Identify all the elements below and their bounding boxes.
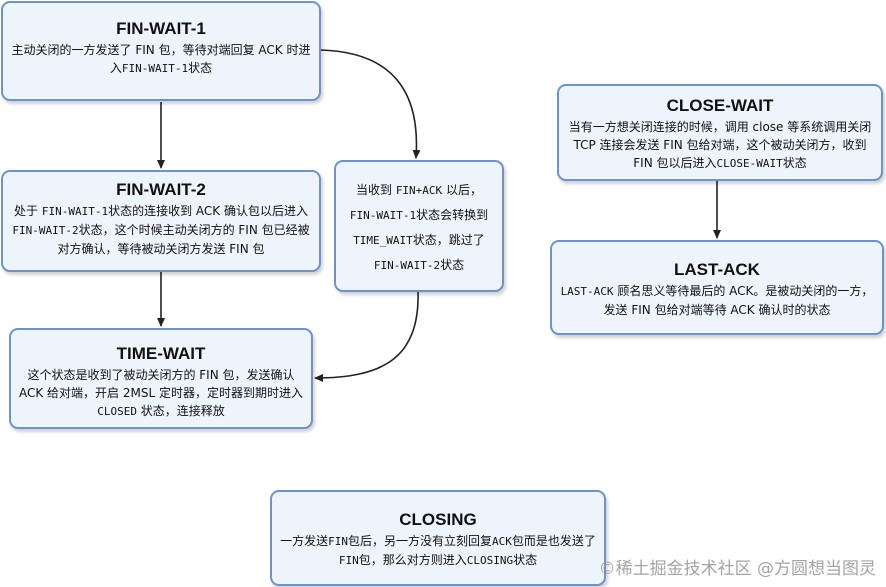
node-description: LAST-ACK 顾名思义等待最后的 ACK。是被动关闭的一方，发送 FIN 包… [560,284,874,317]
node-fin-wait-2: FIN-WAIT-2 处于 FIN-WAIT-1状态的连接收到 ACK 确认包以… [1,170,321,272]
node-description: 处于 FIN-WAIT-1状态的连接收到 ACK 确认包以后进入FIN-WAIT… [12,204,310,256]
arrow-note-to-timewait [314,291,419,382]
node-description: 主动关闭的一方发送了 FIN 包，等待对端回复 ACK 时进入FIN-WAIT-… [11,43,311,75]
node-transition-note: 当收到 FIN+ACK 以后， FIN-WAIT-1状态会转换到 TIME_WA… [334,160,504,292]
node-description: 当有一方想关闭连接的时候，调用 close 等系统调用关闭 TCP 连接会发送 … [568,120,872,170]
node-time-wait: TIME-WAIT 这个状态是收到了被动关闭方的 FIN 包，发送确认 ACK … [9,328,313,429]
node-description: 这个状态是收到了被动关闭方的 FIN 包，发送确认 ACK 给对端，开启 2MS… [19,368,303,418]
node-title: CLOSING [399,510,477,529]
node-title: FIN-WAIT-1 [116,19,206,38]
node-title: FIN-WAIT-2 [116,180,206,199]
node-last-ack: LAST-ACK LAST-ACK 顾名思义等待最后的 ACK。是被动关闭的一方… [550,240,884,335]
node-closing: CLOSING 一方发送FIN包后，另一方没有立刻回复ACK包而是也发送了FIN… [270,490,606,586]
node-close-wait: CLOSE-WAIT 当有一方想关闭连接的时候，调用 close 等系统调用关闭… [557,84,883,181]
node-title: LAST-ACK [674,260,760,279]
node-title: CLOSE-WAIT [666,96,774,115]
note-text: 当收到 FIN+ACK 以后， FIN-WAIT-1状态会转换到 TIME_WA… [349,183,489,272]
node-fin-wait-1: FIN-WAIT-1 主动关闭的一方发送了 FIN 包，等待对端回复 ACK 时… [1,1,321,101]
arrow-finwait1-to-note [319,49,421,159]
watermark: ©稀土掘金技术社区 @方圆想当图灵 [598,559,876,579]
node-title: TIME-WAIT [116,344,206,363]
node-description: 一方发送FIN包后，另一方没有立刻回复ACK包而是也发送了FIN包，那么对方则进… [280,534,596,567]
